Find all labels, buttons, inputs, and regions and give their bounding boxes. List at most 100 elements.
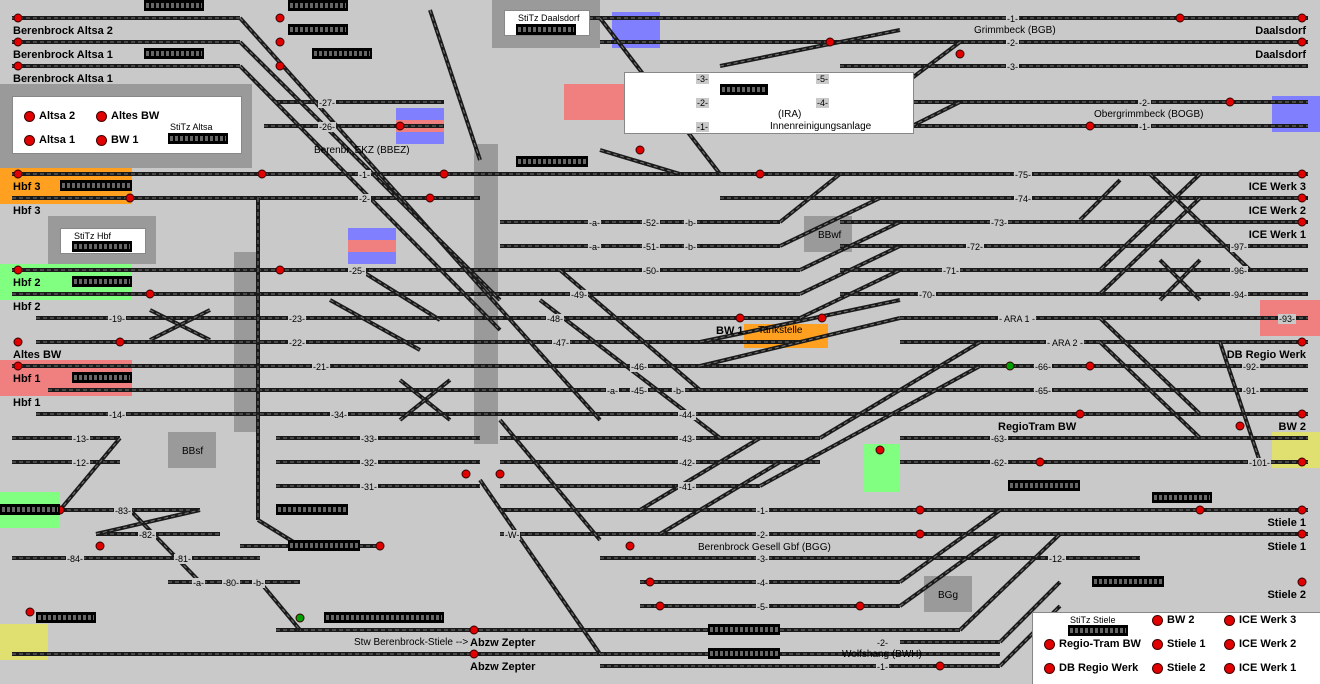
signal-icon[interactable] (1297, 409, 1307, 419)
signal-icon[interactable] (1297, 529, 1307, 539)
signal-icon[interactable] (635, 145, 645, 155)
legend-bw1[interactable]: BW 1 (96, 134, 139, 146)
signal-icon[interactable] (275, 13, 285, 23)
station-hbf2-a[interactable]: Hbf 2 (13, 277, 41, 289)
block-section[interactable] (144, 0, 204, 11)
station-ice-werk-3[interactable]: ICE Werk 3 (1248, 181, 1306, 193)
track-switch[interactable] (599, 148, 681, 176)
signal-icon[interactable] (125, 193, 135, 203)
station-abzw-zepter-2[interactable]: Abzw Zepter (470, 661, 536, 673)
signal-icon[interactable] (1085, 121, 1095, 131)
signal-icon[interactable] (1297, 13, 1307, 23)
block-section[interactable] (36, 612, 96, 623)
station-stiele1-a[interactable]: Stiele 1 (1267, 517, 1306, 529)
station-altes-bw[interactable]: Altes BW (13, 349, 62, 361)
block-section[interactable] (60, 180, 132, 191)
track-switch[interactable] (898, 508, 1002, 584)
legend-ice2[interactable]: ICE Werk 2 (1224, 638, 1296, 650)
station-bw2[interactable]: BW 2 (1278, 421, 1307, 433)
signal-icon[interactable] (645, 577, 655, 587)
block-section[interactable] (72, 372, 132, 383)
track-switch[interactable] (658, 460, 782, 536)
signal-icon[interactable] (461, 469, 471, 479)
signal-icon[interactable] (655, 601, 665, 611)
station-hbf1-b[interactable]: Hbf 1 (13, 397, 41, 409)
signal-icon[interactable] (817, 313, 827, 323)
signal-icon[interactable] (825, 37, 835, 47)
stitz-altsa-block[interactable] (168, 133, 228, 144)
legend-stiele2[interactable]: Stiele 2 (1152, 662, 1206, 674)
legend-bw2[interactable]: BW 2 (1152, 614, 1195, 626)
signal-icon[interactable] (1195, 505, 1205, 515)
block-section[interactable] (708, 648, 780, 659)
signal-icon[interactable] (295, 613, 305, 623)
block-section[interactable] (312, 48, 372, 59)
signal-icon[interactable] (935, 661, 945, 671)
block-section[interactable] (1008, 480, 1080, 491)
signal-icon[interactable] (875, 445, 885, 455)
station-hbf1-a[interactable]: Hbf 1 (13, 373, 41, 385)
signal-icon[interactable] (1297, 193, 1307, 203)
station-regiotram-bw[interactable]: RegioTram BW (998, 421, 1077, 433)
signal-icon[interactable] (13, 61, 23, 71)
signal-icon[interactable] (735, 313, 745, 323)
signal-icon[interactable] (1225, 97, 1235, 107)
track-switch[interactable] (149, 308, 211, 342)
signal-icon[interactable] (1035, 457, 1045, 467)
station-daalsdorf-2[interactable]: Daalsdorf (1255, 49, 1306, 61)
station-ice-werk-2[interactable]: ICE Werk 2 (1248, 205, 1306, 217)
signal-icon[interactable] (257, 169, 267, 179)
block-section[interactable] (288, 0, 348, 11)
signal-icon[interactable] (95, 541, 105, 551)
legend-altes-bw[interactable]: Altes BW (96, 110, 159, 122)
signal-icon[interactable] (625, 541, 635, 551)
block-section[interactable] (72, 276, 132, 287)
legend-altsa2[interactable]: Altsa 2 (24, 110, 75, 122)
signal-icon[interactable] (469, 649, 479, 659)
signal-icon[interactable] (955, 49, 965, 59)
block-section[interactable] (288, 24, 348, 35)
signal-icon[interactable] (13, 361, 23, 371)
signal-icon[interactable] (13, 13, 23, 23)
station-ice-werk-1[interactable]: ICE Werk 1 (1248, 229, 1306, 241)
signal-icon[interactable] (1297, 37, 1307, 47)
station-hbf3-b[interactable]: Hbf 3 (13, 205, 41, 217)
signal-icon[interactable] (1297, 505, 1307, 515)
signal-icon[interactable] (1297, 457, 1307, 467)
legend-altsa1[interactable]: Altsa 1 (24, 134, 75, 146)
signal-icon[interactable] (915, 505, 925, 515)
signal-icon[interactable] (755, 169, 765, 179)
block-section[interactable] (1092, 576, 1164, 587)
signal-icon[interactable] (13, 37, 23, 47)
signal-icon[interactable] (25, 607, 35, 617)
signal-icon[interactable] (1297, 217, 1307, 227)
signal-icon[interactable] (13, 169, 23, 179)
signal-icon[interactable] (375, 541, 385, 551)
station-db-regio-werk[interactable]: DB Regio Werk (1226, 349, 1306, 361)
signal-icon[interactable] (495, 469, 505, 479)
legend-ice3[interactable]: ICE Werk 3 (1224, 614, 1296, 626)
signal-icon[interactable] (855, 601, 865, 611)
legend-ice1[interactable]: ICE Werk 1 (1224, 662, 1296, 674)
signal-icon[interactable] (1075, 409, 1085, 419)
station-berenbrock-altsa1-b[interactable]: Berenbrock Altsa 1 (13, 73, 113, 85)
signal-icon[interactable] (275, 265, 285, 275)
block-section[interactable] (276, 504, 348, 515)
signal-icon[interactable] (1005, 361, 1015, 371)
legend-regiotram[interactable]: Regio-Tram BW (1044, 638, 1141, 650)
signal-icon[interactable] (1297, 169, 1307, 179)
signal-icon[interactable] (469, 625, 479, 635)
signal-icon[interactable] (1175, 13, 1185, 23)
legend-db-regio[interactable]: DB Regio Werk (1044, 662, 1138, 674)
block-section[interactable] (288, 540, 360, 551)
station-hbf2-b[interactable]: Hbf 2 (13, 301, 41, 313)
signal-icon[interactable] (395, 121, 405, 131)
stitz-daalsdorf-block[interactable] (516, 24, 576, 35)
signal-icon[interactable] (1297, 337, 1307, 347)
station-stiele2[interactable]: Stiele 2 (1267, 589, 1306, 601)
signal-icon[interactable] (145, 289, 155, 299)
signal-icon[interactable] (439, 169, 449, 179)
stitz-stiele-block[interactable] (1068, 625, 1128, 636)
track-switch[interactable] (759, 364, 981, 488)
signal-icon[interactable] (1297, 577, 1307, 587)
